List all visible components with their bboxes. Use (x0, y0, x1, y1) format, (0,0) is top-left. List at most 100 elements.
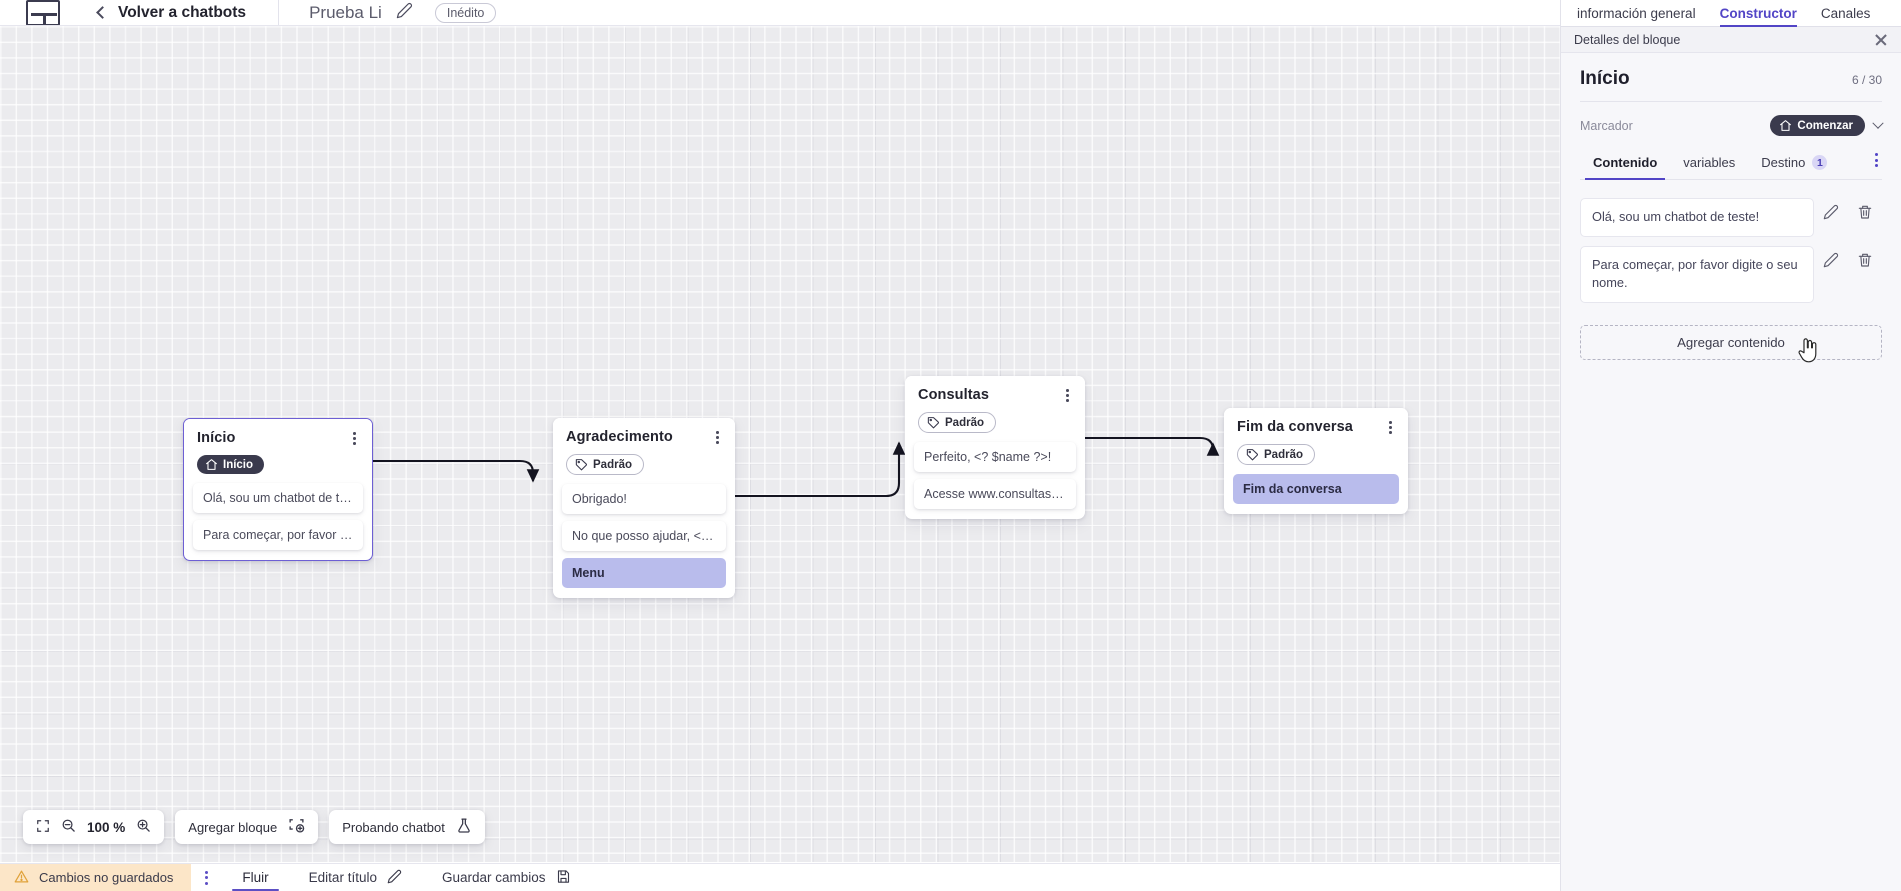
block-title-row: Início 6 / 30 (1580, 53, 1882, 102)
node-menu-icon[interactable] (350, 430, 359, 447)
flow-node-fim-da-conversa[interactable]: Fim da conversa Padrão Fim da conversa (1224, 408, 1408, 515)
zoom-out-icon[interactable] (61, 818, 76, 836)
flow-node-inicio[interactable]: Início Início Olá, sou um chatbot de tes… (183, 418, 373, 562)
node-header: Fim da conversa Padrão (1224, 408, 1408, 475)
tag-icon (927, 417, 939, 429)
tab-variables-label: variables (1683, 155, 1736, 170)
marker-value-badge[interactable]: Comenzar (1770, 115, 1865, 136)
node-body: Obrigado! No que posso ajudar, <? $name … (553, 484, 735, 598)
zoom-controls[interactable]: 100 % (23, 810, 165, 844)
tab-informacion-general[interactable]: información general (1577, 6, 1696, 21)
flow-node-agradecimento[interactable]: Agradecimento Padrão Obrigado! No que po… (553, 418, 735, 599)
bottom-status-bar: Cambios no guardados Fluir Editar título… (0, 863, 1560, 891)
save-disk-icon (556, 869, 571, 887)
node-message[interactable]: Obrigado! (562, 484, 726, 515)
node-tag-label: Padrão (945, 416, 984, 429)
node-body: Olá, sou um chatbot de teste! Para começ… (184, 483, 372, 560)
fit-screen-icon[interactable] (36, 819, 50, 836)
node-header: Consultas Padrão (905, 376, 1085, 443)
node-title: Início (197, 430, 236, 446)
panel-content-tabs: Contenido variables Destino 1 (1580, 149, 1882, 180)
back-to-chatbots-label: Volver a chatbots (118, 3, 247, 21)
unsaved-changes-indicator: Cambios no guardados (0, 864, 192, 891)
tag-icon (1246, 449, 1258, 461)
tag-icon (575, 459, 587, 471)
content-items-list: Olá, sou um chatbot de teste! Para começ… (1580, 180, 1882, 303)
chatbot-name: Prueba Li (309, 2, 382, 22)
content-item-row: Para começar, por favor digite o seu nom… (1580, 245, 1882, 303)
node-message[interactable]: Acesse www.consultas.com par... (914, 479, 1076, 510)
more-vertical-icon[interactable] (1871, 153, 1882, 175)
node-header: Início Início (184, 419, 372, 484)
edit-title-label: Editar título (308, 870, 377, 885)
block-title: Início (1580, 68, 1630, 89)
tab-contenido-label: Contenido (1593, 155, 1658, 170)
content-item-text[interactable]: Olá, sou um chatbot de teste! (1580, 198, 1814, 237)
tab-destino-badge: 1 (1812, 155, 1828, 170)
tab-variables[interactable]: variables (1670, 149, 1748, 179)
node-menu-icon[interactable] (1063, 387, 1072, 404)
trash-icon[interactable] (1848, 204, 1882, 220)
tab-canales[interactable]: Canales (1820, 6, 1871, 21)
flow-connections (373, 436, 1220, 498)
content-item-row: Olá, sou um chatbot de teste! (1580, 198, 1882, 237)
pencil-icon (387, 869, 402, 887)
pencil-icon[interactable] (396, 2, 413, 24)
toolbar-divider (278, 0, 280, 25)
block-counter: 6 / 30 (1851, 73, 1882, 87)
node-tag-label: Padrão (593, 458, 632, 471)
tab-contenido[interactable]: Contenido (1580, 149, 1670, 180)
zoom-in-icon[interactable] (136, 818, 151, 836)
node-title: Fim da conversa (1237, 419, 1353, 435)
tab-constructor[interactable]: Constructor (1719, 6, 1798, 27)
node-menu-icon[interactable] (713, 429, 722, 446)
node-button[interactable]: Menu (562, 558, 726, 589)
node-title: Consultas (918, 387, 989, 403)
node-tag-label: Início (223, 458, 254, 471)
app-logo-icon[interactable] (26, 0, 60, 25)
block-details-panel: información general Constructor Canales … (1560, 0, 1901, 891)
flow-canvas[interactable]: Início Início Olá, sou um chatbot de tes… (0, 26, 1560, 862)
node-tag: Padrão (1237, 444, 1315, 466)
pencil-icon[interactable] (1814, 204, 1848, 220)
chevron-down-icon[interactable] (1872, 117, 1884, 129)
node-message[interactable]: No que posso ajudar, <? $name ... (562, 521, 726, 552)
test-chatbot-label: Probando chatbot (342, 819, 445, 835)
more-vertical-icon[interactable] (199, 870, 214, 885)
node-message[interactable]: Perfeito, <? $name ?>! (914, 442, 1076, 473)
tab-fluir[interactable]: Fluir (222, 864, 288, 891)
save-changes-button[interactable]: Guardar cambios (422, 864, 591, 891)
close-icon[interactable] (1874, 33, 1888, 47)
node-message[interactable]: Para começar, por favor digite o ... (193, 520, 363, 551)
trash-icon[interactable] (1848, 252, 1882, 268)
panel-header-title: Detalles del bloque (1574, 32, 1681, 47)
marker-row: Marcador Comenzar (1580, 102, 1884, 149)
add-block-icon (288, 817, 305, 837)
pencil-icon[interactable] (1814, 252, 1848, 268)
node-body: Perfeito, <? $name ?>! Acesse www.consul… (905, 442, 1085, 519)
back-to-chatbots-link[interactable]: Volver a chatbots (96, 3, 247, 22)
node-button[interactable]: Fim da conversa (1233, 474, 1399, 505)
add-content-button[interactable]: Agregar contenido (1580, 324, 1882, 360)
top-bar: Volver a chatbots Prueba Li Inédito (0, 0, 1560, 26)
add-block-button[interactable]: Agregar bloque (175, 810, 319, 844)
node-tag-label: Padrão (1264, 448, 1303, 461)
flow-node-consultas[interactable]: Consultas Padrão Perfeito, <? $name ?>! … (905, 376, 1085, 520)
tab-destino[interactable]: Destino 1 (1748, 149, 1840, 179)
statusbar-menu-button[interactable] (191, 864, 222, 891)
marker-label: Marcador (1580, 118, 1633, 133)
tab-destino-label: Destino (1761, 155, 1806, 170)
node-tag: Início (197, 455, 265, 475)
node-message[interactable]: Olá, sou um chatbot de teste! (193, 483, 363, 514)
node-tag: Padrão (566, 454, 644, 476)
marker-value-label: Comenzar (1797, 119, 1853, 132)
content-item-text[interactable]: Para começar, por favor digite o seu nom… (1580, 245, 1814, 303)
node-tag: Padrão (918, 412, 996, 434)
test-chatbot-button[interactable]: Probando chatbot (329, 810, 485, 844)
edit-title-button[interactable]: Editar título (289, 864, 422, 891)
node-menu-icon[interactable] (1386, 419, 1395, 436)
canvas-toolbar: 100 % Agregar bloque Probando chatbot (23, 810, 485, 844)
add-content-label: Agregar contenido (1677, 334, 1785, 350)
panel-top-tabs: información general Constructor Canales (1561, 0, 1901, 27)
panel-header: Detalles del bloque (1561, 27, 1901, 53)
